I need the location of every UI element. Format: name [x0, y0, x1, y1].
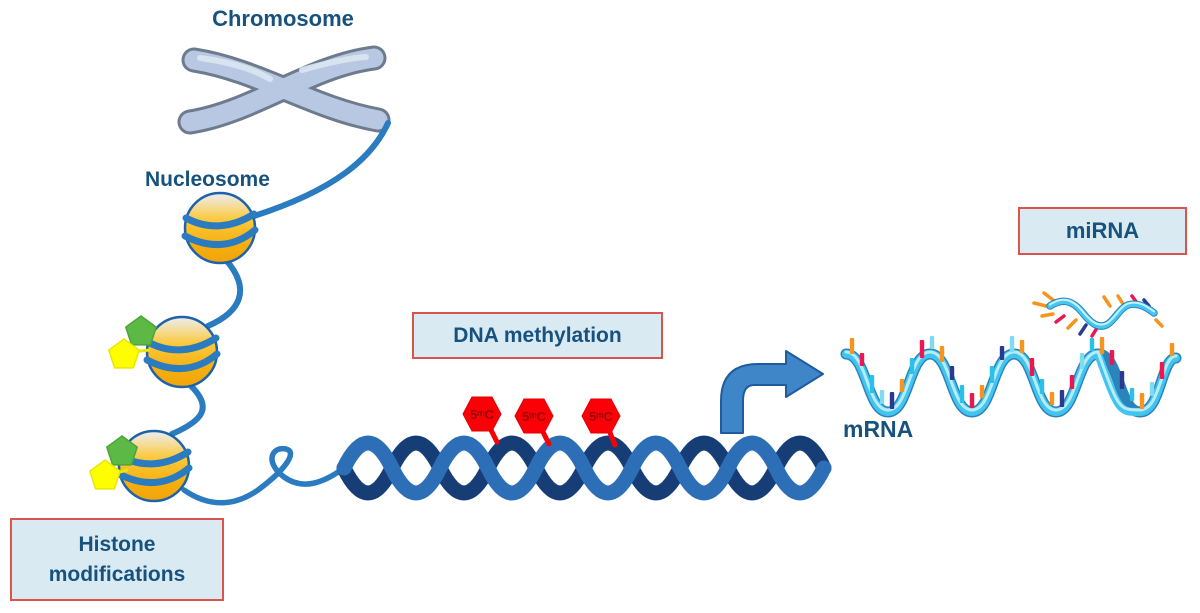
- mrna-strand: [840, 336, 1182, 418]
- histone-mark-yellow: [88, 459, 122, 490]
- linker-chromosome-to-nucleosome: [251, 120, 391, 219]
- transcription-arrow: [720, 350, 824, 434]
- histone-mark-green: [105, 435, 139, 466]
- linker-nucleosome1-to-2: [205, 257, 244, 329]
- methyl-mark-label: 5ᵐC: [589, 409, 614, 424]
- nucleosome-2: [143, 315, 221, 389]
- methyl-hexagon: 5ᵐC: [581, 398, 621, 448]
- chromosome-illustration: [177, 45, 391, 135]
- methyl-mark-label: 5ᵐC: [522, 409, 547, 424]
- linker-nucleosome2-to-3: [169, 382, 206, 437]
- methyl-hexagon: 5ᵐC: [514, 398, 554, 447]
- histone-modifications-label: Histone modifications: [48, 533, 186, 586]
- mrna-base-bars: [849, 336, 1175, 409]
- methyl-hexagon: 5ᵐC: [462, 396, 502, 445]
- dna-double-helix: [336, 435, 832, 501]
- histone-mark-green: [124, 315, 158, 346]
- dna-linker-curves: [169, 120, 391, 506]
- dna-methylation-label: DNA methylation: [453, 323, 622, 347]
- chromosome-label: Chromosome: [212, 6, 354, 31]
- nucleosome-label: Nucleosome: [145, 168, 270, 191]
- mirna-callout: miRNA: [1018, 207, 1187, 255]
- mirna-label: miRNA: [1065, 217, 1140, 243]
- methyl-mark-label: 5ᵐC: [470, 407, 495, 422]
- helix-front-strand: [336, 435, 832, 501]
- histone-mark-yellow: [107, 338, 141, 369]
- linker-nucleosome3-to-helix: [181, 445, 347, 506]
- histone-modifications-callout: Histone modifications: [10, 518, 224, 601]
- nucleosome-1: [181, 191, 259, 265]
- mrna-label: mRNA: [843, 416, 914, 442]
- mirna-strand: [1032, 291, 1164, 338]
- methylation-marks: 5ᵐC 5ᵐC 5ᵐC: [462, 396, 621, 448]
- dna-methylation-callout: DNA methylation: [412, 312, 663, 359]
